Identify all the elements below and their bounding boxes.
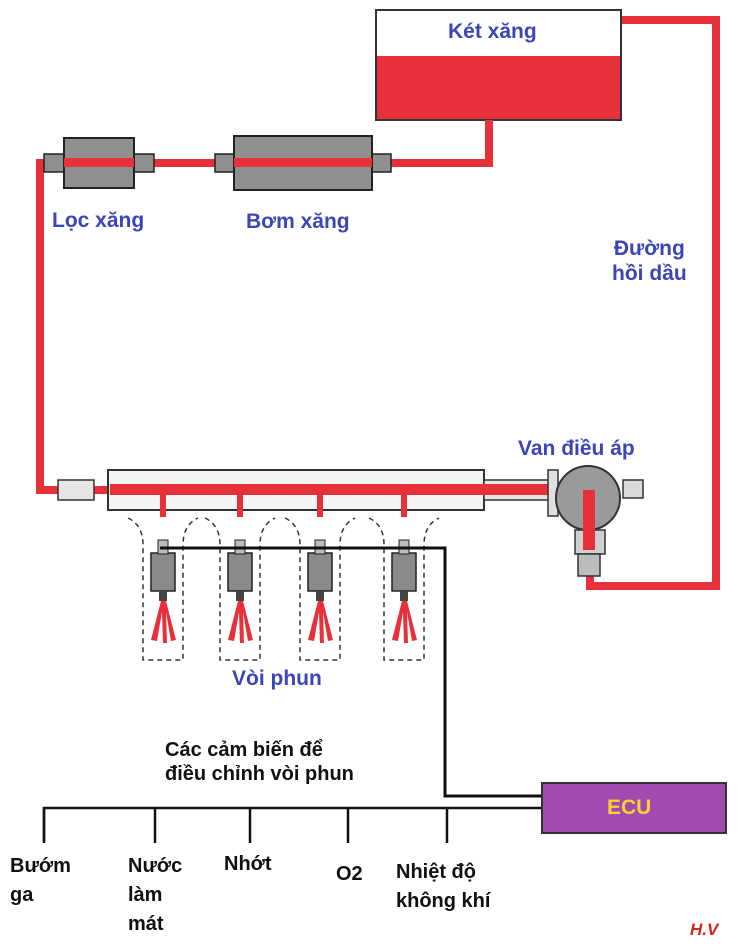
fuel-filter [43, 137, 155, 189]
injector-body [307, 552, 333, 592]
injector-signal-wire [160, 546, 542, 798]
intake-runner [368, 517, 440, 661]
fuel-level [377, 56, 620, 119]
intake-runner [204, 517, 276, 661]
sensor-oil-label: Nhớt [224, 852, 272, 876]
fuel-filter-label: Lọc xăng [52, 209, 145, 232]
sensor-throttle-line-2: ga [10, 884, 34, 906]
return-line-label: Đường hồi dầu [612, 236, 687, 286]
fuel-pump-label: Bơm xăng [246, 210, 350, 233]
sensor-coolant-line-2: làm [128, 884, 163, 906]
injector-feed [237, 495, 243, 517]
injector-body [391, 552, 417, 592]
injector-feed [160, 495, 166, 517]
fuel-tank-label: Két xăng [448, 20, 537, 43]
sensor-o2-label: O2 [336, 862, 363, 886]
injector-nozzle [400, 591, 408, 601]
return-line-label-line-1: Đường [613, 237, 685, 260]
injectors-group [150, 495, 417, 643]
injector-feed [401, 495, 407, 517]
sensor-throttle-line-1: Bướm [10, 855, 71, 877]
fuel-spray [392, 601, 417, 643]
sensor-air-temp-label: Nhiệt độ không khí [396, 858, 490, 916]
fuel-spray [151, 601, 176, 643]
author-signature: H.V [690, 920, 719, 939]
fuel-spray [308, 601, 333, 643]
injector-body [227, 552, 253, 592]
intake-runner [284, 517, 356, 661]
sensor-coolant-line-3: mát [128, 913, 164, 935]
fuel-tank [375, 9, 622, 121]
intake-runner [127, 517, 199, 661]
sensor-o2-line-1: O2 [336, 863, 363, 885]
sensor-coolant-label: Nước làm mát [128, 852, 182, 939]
fuel-spray [228, 601, 253, 643]
sensor-throttle-label: Bướm ga [10, 852, 71, 910]
sensor-coolant-line-1: Nước [128, 855, 183, 877]
pressure-regulator [547, 465, 644, 577]
ecu-label: ECU [607, 796, 652, 819]
sensors-caption: Các cảm biến để điều chỉnh vòi phun [165, 738, 354, 786]
intake-runners [127, 517, 440, 661]
fuel-pump [214, 135, 392, 191]
sensors-caption-line-1: Các cảm biến để [165, 739, 323, 761]
sensor-bus-wire [42, 806, 542, 841]
ecu-box [541, 782, 727, 834]
sensor-air-temp-line-1: Nhiệt độ [396, 861, 476, 883]
injector-nozzle [159, 591, 167, 601]
sensors-caption-line-2: điều chỉnh vòi phun [165, 763, 354, 785]
injector-feed [317, 495, 323, 517]
injector-body [150, 552, 176, 592]
sensor-oil-line-1: Nhớt [224, 853, 272, 875]
pressure-regulator-label: Van điều áp [518, 437, 635, 460]
sensor-air-temp-line-2: không khí [396, 890, 491, 912]
injector-nozzle [316, 591, 324, 601]
fuel-rail [57, 469, 600, 511]
return-line-label-line-2: hồi dầu [612, 262, 687, 286]
injector-nozzle [236, 591, 244, 601]
injectors-label: Vòi phun [232, 667, 322, 690]
sensor-taps [42, 808, 449, 843]
